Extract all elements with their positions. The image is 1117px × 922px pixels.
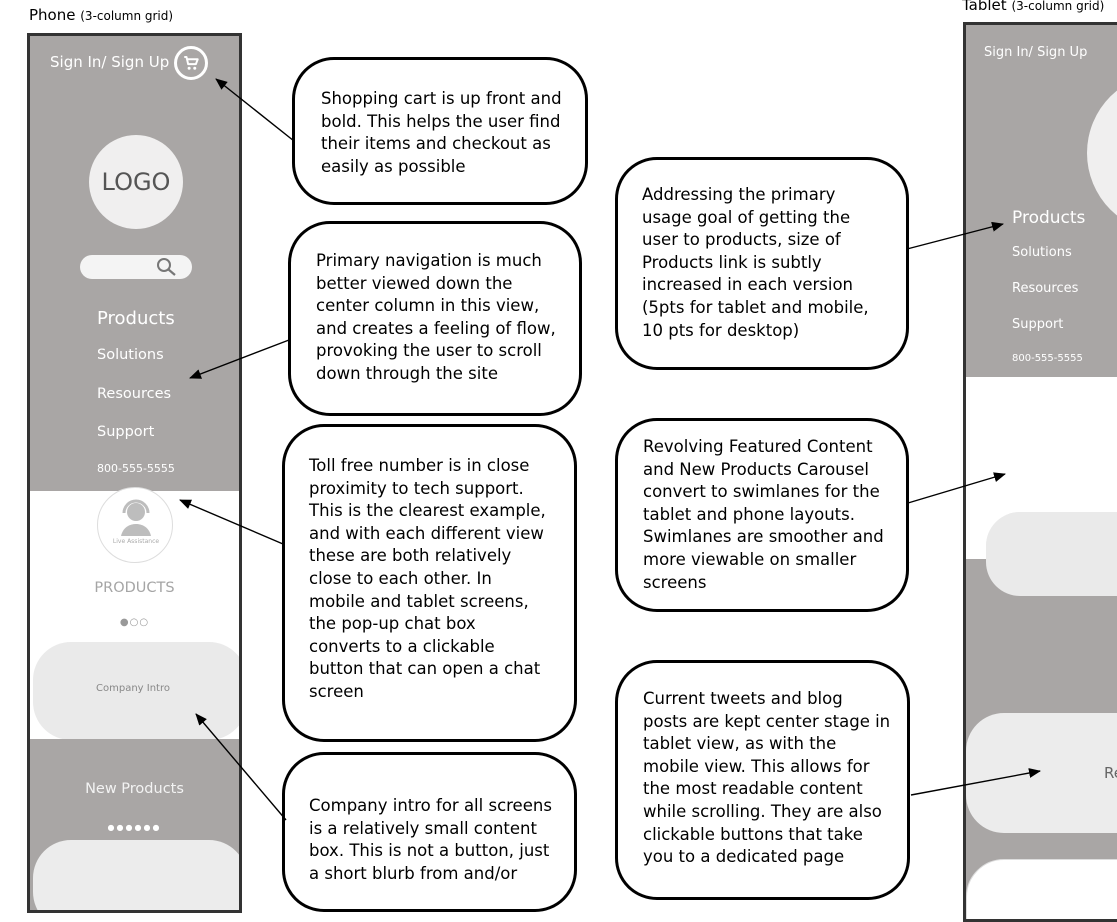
arrow-company-intro bbox=[195, 713, 287, 821]
note-carousel: Revolving Featured Content and New Produ… bbox=[615, 418, 909, 612]
nav-phone-number[interactable]: 800-555-5555 bbox=[97, 462, 175, 475]
tablet-title: Tablet (3-column grid) bbox=[962, 0, 1105, 14]
logo-placeholder[interactable]: LOGO bbox=[89, 135, 183, 229]
arrow-cart bbox=[215, 78, 295, 142]
tablet-nav-phone-number[interactable]: 800-555-5555 bbox=[1012, 353, 1083, 364]
search-input[interactable] bbox=[80, 255, 192, 279]
live-assistance-label: Live Assistance bbox=[112, 538, 160, 545]
tablet-header-panel bbox=[966, 25, 1117, 377]
note-toll-free: Toll free number is in close proximity t… bbox=[282, 424, 577, 742]
arrow-products-link bbox=[906, 221, 1004, 250]
company-intro-label: Company Intro bbox=[96, 683, 170, 694]
tablet-card-label: Re bbox=[1104, 764, 1117, 782]
arrow-carousel bbox=[907, 472, 1006, 504]
arrow-toll-free bbox=[179, 499, 284, 545]
nav-resources[interactable]: Resources bbox=[97, 386, 172, 402]
tablet-signin-link[interactable]: Sign In/ Sign Up bbox=[984, 45, 1088, 60]
note-shopping-cart: Shopping cart is up front and bold. This… bbox=[292, 57, 588, 205]
nav-support[interactable]: Support bbox=[97, 424, 155, 440]
cart-icon[interactable] bbox=[174, 46, 208, 80]
annotation-arrows bbox=[179, 78, 1041, 821]
tablet-nav-solutions[interactable]: Solutions bbox=[1012, 245, 1072, 260]
tablet-intro-box-top bbox=[986, 512, 1117, 596]
agent-headset-icon bbox=[121, 499, 151, 536]
new-products-dots[interactable]: ●●●●●● bbox=[107, 823, 162, 832]
tablet-nav-support[interactable]: Support bbox=[1012, 317, 1064, 332]
search-icon bbox=[157, 258, 176, 276]
nav-solutions[interactable]: Solutions bbox=[97, 347, 164, 363]
new-products-heading: New Products bbox=[85, 781, 184, 797]
live-assistance-button[interactable]: Live Assistance bbox=[97, 487, 173, 563]
products-pager-dots[interactable]: ●○○ bbox=[119, 617, 150, 628]
phone-title: Phone (3-column grid) bbox=[29, 6, 174, 24]
note-tweets: Current tweets and blog posts are kept c… bbox=[615, 660, 910, 900]
arrow-tweets bbox=[910, 768, 1041, 796]
note-primary-navigation: Primary navigation is much better viewed… bbox=[288, 221, 582, 416]
products-heading: PRODUCTS bbox=[94, 580, 175, 596]
arrow-navigation bbox=[189, 339, 290, 379]
tablet-tweet-card[interactable]: Re bbox=[966, 713, 1117, 833]
note-products-link: Addressing the primary usage goal of get… bbox=[615, 157, 909, 370]
nav-products[interactable]: Products bbox=[97, 308, 175, 329]
tablet-nav-resources[interactable]: Resources bbox=[1012, 281, 1079, 296]
phone-signin-link[interactable]: Sign In/ Sign Up bbox=[50, 53, 170, 71]
tablet-nav-products[interactable]: Products bbox=[1012, 208, 1086, 228]
